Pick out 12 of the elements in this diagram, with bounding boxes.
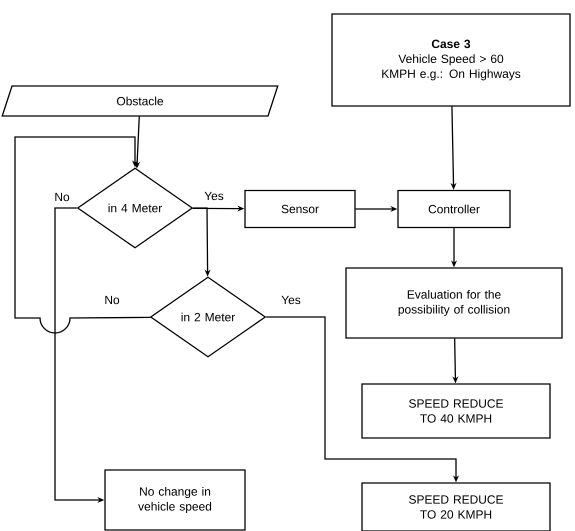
process-box: No change in vehicle speed <box>104 469 246 531</box>
process-box: SPEED REDUCE TO 20 KMPH <box>361 482 551 531</box>
edge-label: Yes <box>203 190 225 202</box>
process-box: Case 3 Vehicle Speed > 60 KMPH e.g.: On Highways <box>331 13 571 107</box>
process-box: Sensor <box>244 190 356 228</box>
process-box: Evaluation for the possibility of collision <box>345 267 563 339</box>
arrow <box>14 136 150 334</box>
edge-label: Yes <box>280 294 302 306</box>
process-box: Controller <box>397 190 511 228</box>
edge-label: No <box>103 294 121 306</box>
edge-label: No <box>53 192 71 202</box>
process-box: SPEED REDUCE TO 40 KMPH <box>361 383 551 439</box>
